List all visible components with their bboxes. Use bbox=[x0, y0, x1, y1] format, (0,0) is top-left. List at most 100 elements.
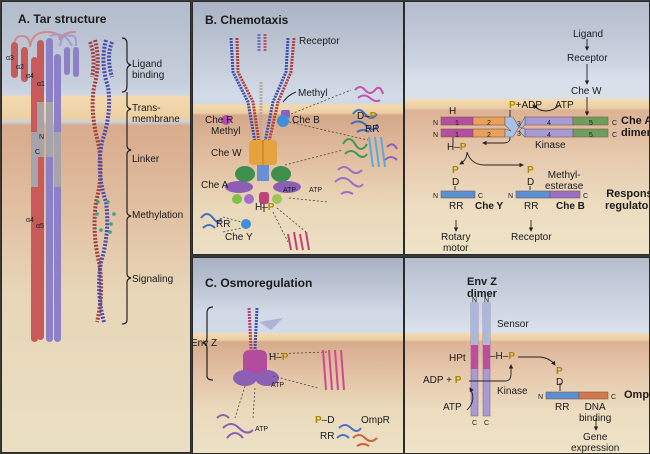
label-ligand: Ligand bbox=[573, 29, 604, 40]
methylation-sites bbox=[95, 200, 116, 234]
label-methyl-left: Methyl bbox=[211, 126, 241, 137]
envz-left-sensor bbox=[471, 303, 478, 345]
domain-5-bottom: 5 bbox=[589, 132, 593, 139]
label-alpha4-lower: α4 bbox=[26, 217, 34, 224]
chemotaxis-pathway-diagram bbox=[440, 39, 609, 232]
label-atp: ATP bbox=[443, 402, 462, 413]
panel-chemotaxis-pathway: Ligand Receptor Che W P+ADP ATP H N N C … bbox=[404, 1, 650, 255]
label-n-top: N bbox=[433, 120, 439, 127]
label-c-bottom: C bbox=[612, 132, 618, 139]
label-cher: Che R bbox=[205, 115, 234, 126]
domain-3-top: 3 bbox=[517, 121, 521, 128]
label-n-terminus: N bbox=[39, 134, 45, 141]
panel-b-title: B. Chemotaxis bbox=[205, 13, 289, 27]
label-n-right: N bbox=[484, 297, 490, 304]
label-d-p: D–P bbox=[357, 111, 377, 122]
label-alpha4: α4 bbox=[26, 73, 34, 80]
chea-top-d5 bbox=[572, 116, 609, 126]
chey-sphere bbox=[241, 219, 251, 229]
tar-helix-diagram bbox=[11, 30, 132, 342]
label-h-p: –H–P bbox=[490, 351, 516, 362]
label-chea: Che A bbox=[201, 180, 229, 191]
label-adp-p: ADP + P bbox=[423, 375, 462, 386]
label-cheb: Che B bbox=[292, 115, 320, 126]
domain-4-bottom: 4 bbox=[547, 132, 551, 139]
purple-loop bbox=[49, 33, 78, 47]
panel-osmoregulation: C. Osmoregulation Env Z H–P ATP ATP P–D … bbox=[192, 257, 404, 454]
chea-purple-left bbox=[225, 181, 253, 193]
cheb-rr-bar bbox=[515, 190, 551, 199]
atomic-model bbox=[88, 39, 114, 323]
label-c-right: C bbox=[484, 420, 490, 427]
label-c-left: C bbox=[472, 420, 478, 427]
envz-right-hpt bbox=[483, 345, 490, 369]
label-rr-cheb: RR bbox=[524, 201, 539, 212]
panel-tar-structure: A. Tar structure bbox=[1, 1, 191, 453]
label-n-ompr: N bbox=[538, 394, 544, 401]
label-kinase: Kinase bbox=[497, 386, 528, 397]
label-atp-2: ATP bbox=[255, 426, 269, 433]
chea-bot-d5 bbox=[572, 128, 609, 138]
label-chey: Che Y bbox=[475, 201, 504, 212]
helix-a4-purple bbox=[54, 54, 61, 342]
label-receptor-target: Receptor bbox=[511, 232, 552, 243]
chea-purple-right bbox=[273, 181, 301, 193]
receptor-dimers bbox=[229, 34, 296, 143]
label-response-regulators: Responseregulators bbox=[605, 188, 649, 212]
label-chew: Che W bbox=[571, 86, 602, 97]
label-methyl-top: Methyl bbox=[298, 88, 328, 99]
domain-1-top: 1 bbox=[455, 120, 459, 127]
domain-1-bottom: 1 bbox=[455, 132, 459, 139]
label-h-p: H–P bbox=[269, 352, 289, 363]
protein-structures bbox=[200, 86, 398, 251]
region-braces bbox=[121, 37, 132, 325]
chea-green-right bbox=[271, 166, 291, 182]
label-d-chey: D bbox=[452, 177, 460, 188]
chea-domain1 bbox=[259, 192, 269, 204]
label-rr-chey: RR bbox=[449, 201, 464, 212]
label-p-cheb: P bbox=[527, 165, 534, 176]
protein-structures bbox=[216, 349, 378, 447]
chemotaxis-complex bbox=[200, 34, 398, 251]
label-atp-2: ATP bbox=[309, 187, 323, 194]
domain-2-bottom: 2 bbox=[487, 132, 491, 139]
region-signaling: Signaling bbox=[132, 274, 174, 285]
label-atp-1: ATP bbox=[271, 382, 285, 389]
label-n-chey: N bbox=[433, 193, 439, 200]
label-d-cheb: D bbox=[527, 177, 535, 188]
label-p-adp: P+ADP bbox=[509, 100, 543, 111]
label-c-cheb: C bbox=[583, 193, 589, 200]
label-c-chey: C bbox=[478, 193, 484, 200]
panel-c-title: C. Osmoregulation bbox=[205, 276, 313, 290]
label-rr-chey: RR bbox=[216, 219, 231, 230]
label-h-p: H–P bbox=[255, 202, 275, 213]
label-receptor: Receptor bbox=[299, 36, 340, 47]
envz-left-hpt bbox=[471, 345, 478, 369]
label-c-terminus: C bbox=[35, 149, 41, 156]
cher-sphere bbox=[221, 115, 231, 125]
label-rr-cheb: RR bbox=[365, 124, 380, 135]
panel-chemotaxis: B. Chemotaxis bbox=[192, 1, 404, 255]
label-alpha2: α2 bbox=[16, 64, 24, 71]
ompr-dna-bar bbox=[578, 391, 609, 400]
chea-domain3 bbox=[257, 165, 269, 181]
label-p-chey: P bbox=[452, 165, 459, 176]
label-ompr: OmpR bbox=[624, 389, 650, 401]
cheb-sphere bbox=[277, 115, 289, 127]
label-d-ompr: D bbox=[556, 377, 564, 388]
label-h-p: H–P bbox=[447, 142, 467, 153]
label-n-left: N bbox=[472, 297, 478, 304]
label-p-d: P–D bbox=[315, 415, 335, 426]
chey-bar bbox=[440, 190, 476, 199]
chea-green-left bbox=[235, 166, 255, 182]
label-rr: RR bbox=[320, 431, 335, 442]
domain-4-top: 4 bbox=[547, 120, 551, 127]
envz-hpt-domain bbox=[243, 350, 267, 376]
red-loop bbox=[13, 30, 77, 48]
